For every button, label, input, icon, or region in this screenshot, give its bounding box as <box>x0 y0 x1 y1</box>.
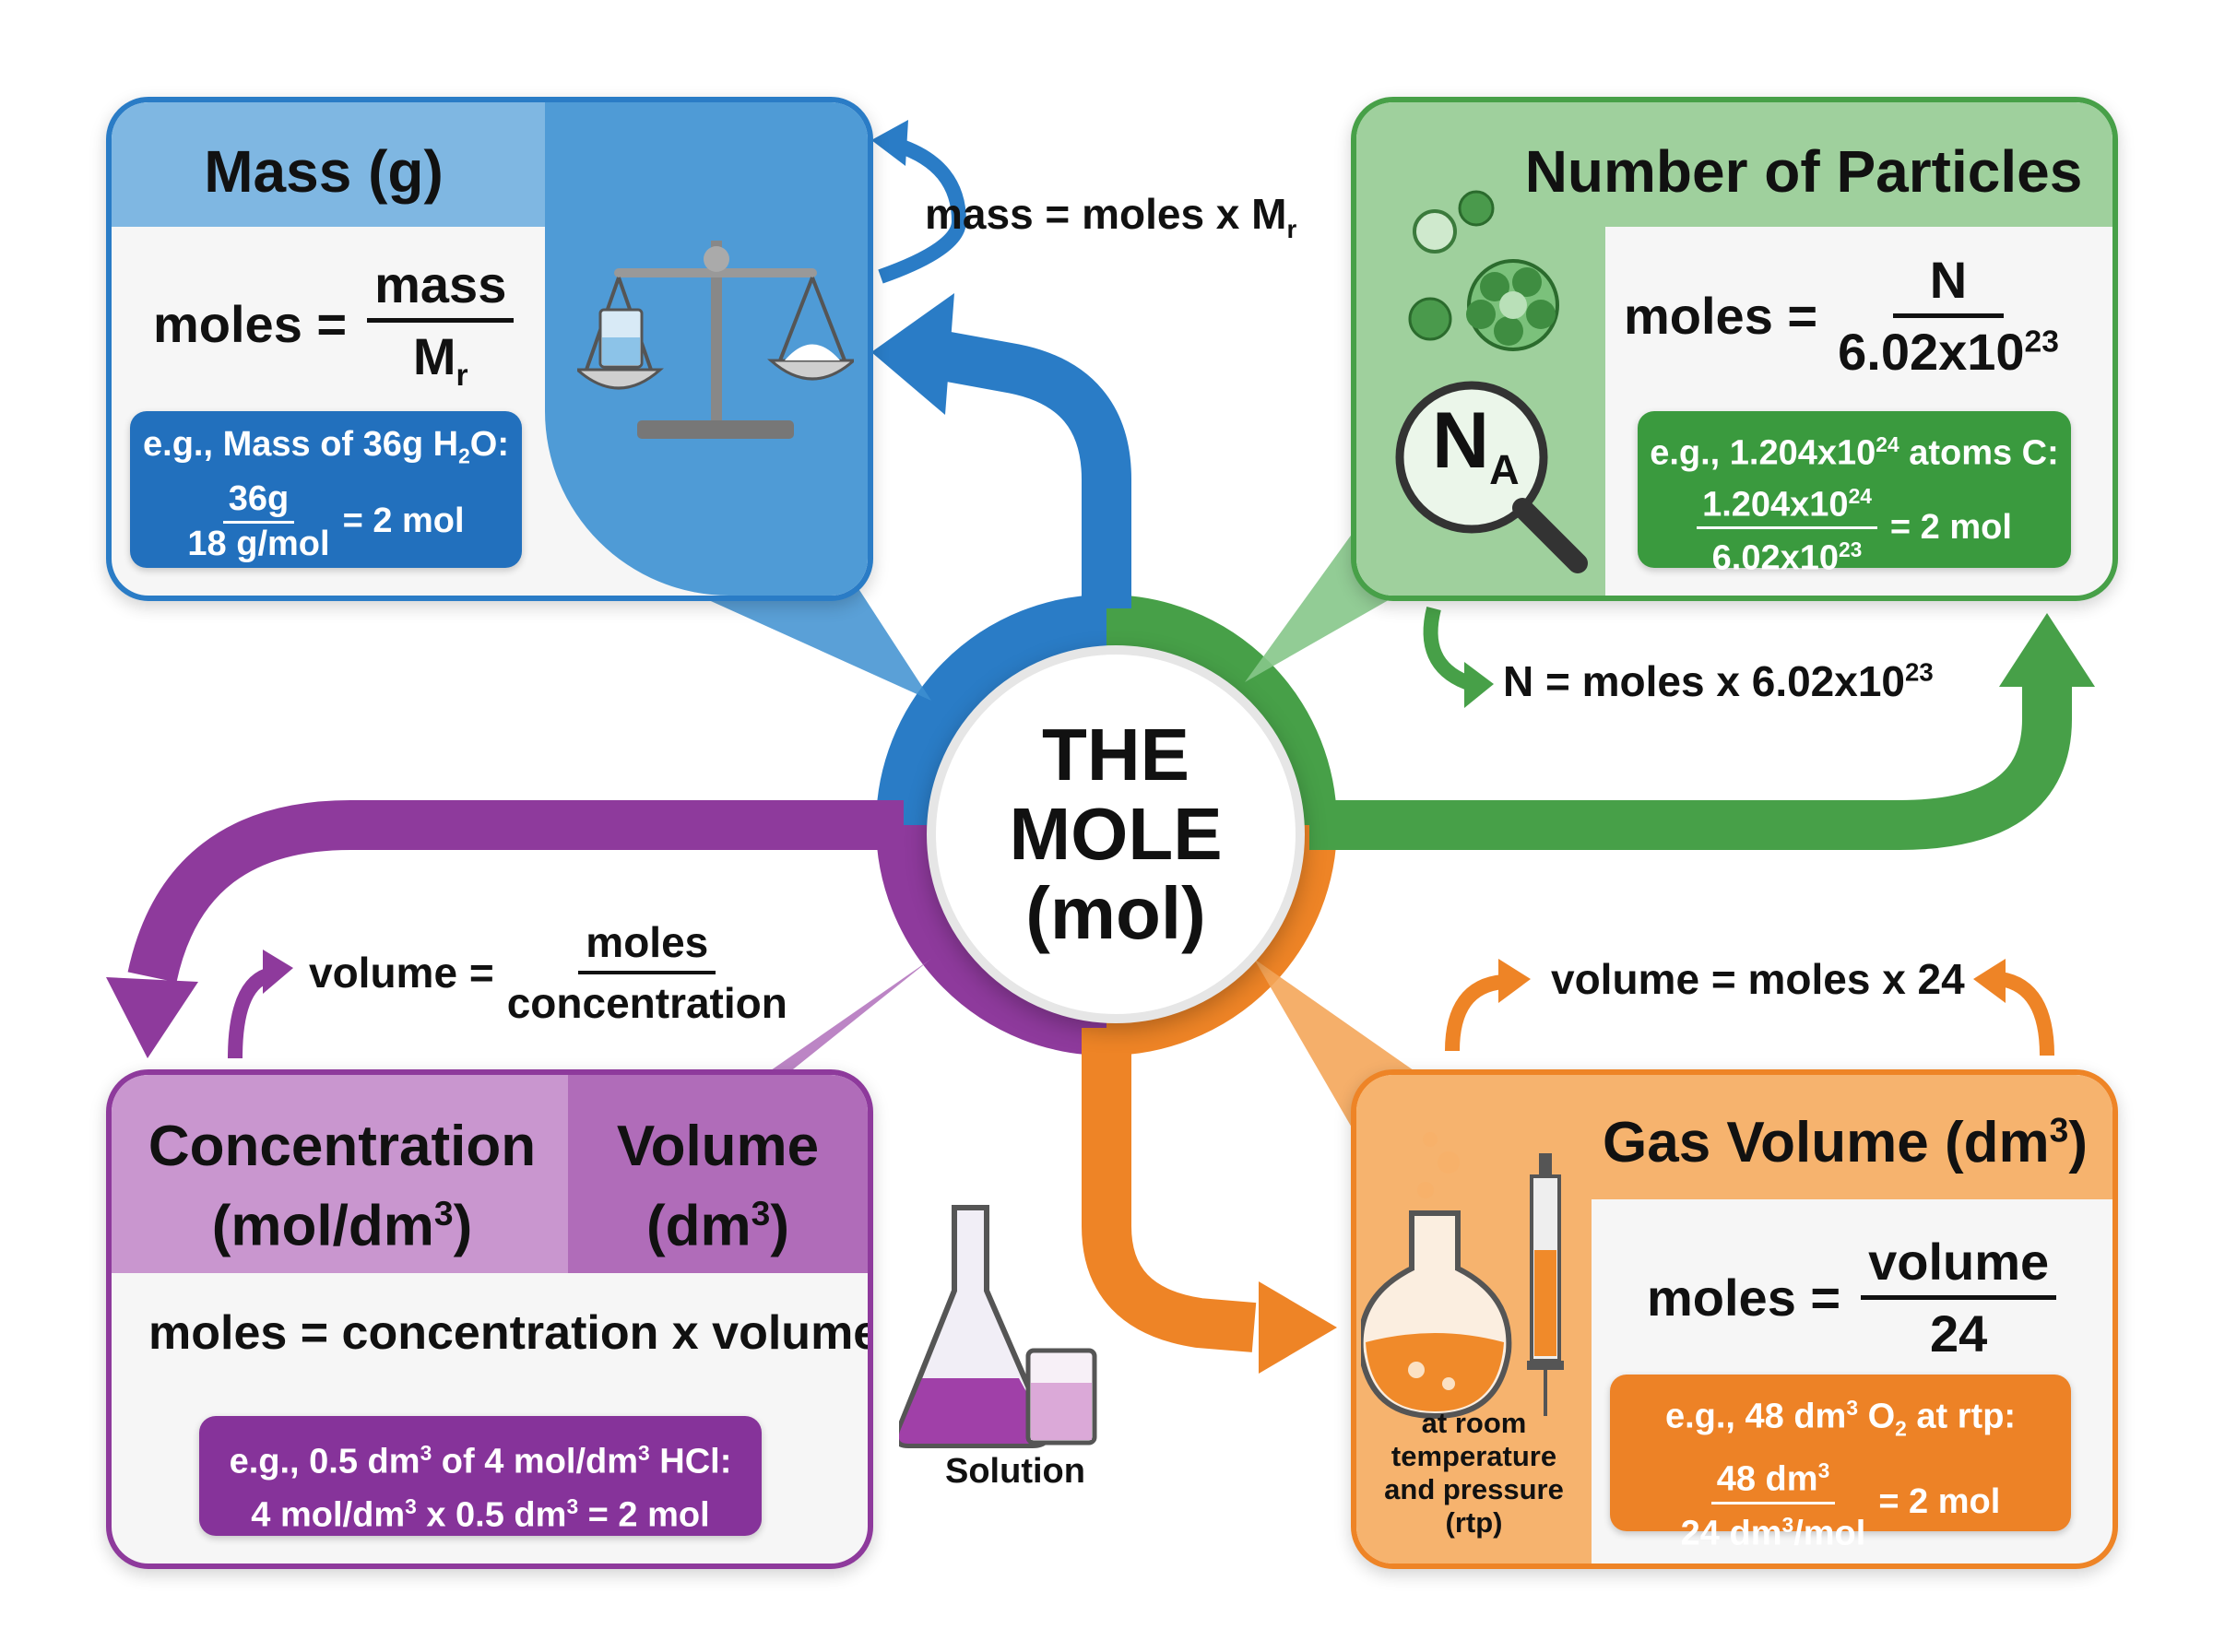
concentration-title: Concentration(mol/dm3) <box>148 1115 537 1258</box>
concentration-formula: moles = concentration x volume <box>148 1306 873 1360</box>
particles-formula-lhs: moles = <box>1624 287 1818 345</box>
arrow-to-particles <box>1309 664 2072 850</box>
magnifier-icon <box>1395 381 1588 573</box>
ring-orange <box>1106 824 1337 1056</box>
mass-conversion-label: mass = moles x Mr <box>925 190 1297 244</box>
mass-title: Mass (g) <box>204 138 444 205</box>
ring-blue <box>876 595 1107 826</box>
center-line2: MOLE <box>1009 793 1223 875</box>
particles-example-num: 1.204x1024 <box>1697 476 1877 530</box>
arrowhead-particles <box>1999 613 2095 687</box>
gas-formula-num: volume <box>1861 1232 2057 1300</box>
concentration-header-band <box>112 1075 568 1273</box>
small-arrow-gas-left <box>1445 974 1505 1052</box>
mass-card: Mass (g) moles = mass Mr e.g., Mass of 3… <box>106 97 873 601</box>
arrowhead-mass <box>871 293 954 415</box>
avogadro-symbol: NA <box>1432 396 1520 494</box>
small-arrowhead-mass <box>871 120 908 166</box>
gas-conversion-label: volume = moles x 24 <box>1551 955 1965 1003</box>
ring-green <box>1106 595 1337 826</box>
particles-card: Number of Particles NA moles = N 6.02x10… <box>1351 97 2118 601</box>
particles-example-fraction: 1.204x1024 6.02x1023 = 2 mol <box>1638 476 2071 579</box>
arrowhead-concentration <box>106 977 198 1058</box>
mass-example-den: 18 g/mol <box>187 524 330 563</box>
arrow-to-concentration <box>127 800 904 984</box>
gas-formula-lhs: moles = <box>1647 1268 1841 1327</box>
small-arrowhead-particles <box>1464 662 1494 708</box>
solution-label: Solution <box>945 1452 1085 1491</box>
small-arrowhead-concentration <box>263 950 293 994</box>
gas-formula-fraction: volume 24 <box>1861 1232 2057 1363</box>
molecules-icon <box>1408 190 1559 351</box>
solution-flask-icon <box>899 1205 1097 1448</box>
small-arrow-mass <box>878 138 967 284</box>
small-arrow-gas-right <box>1999 972 2054 1056</box>
small-arrow-concentration <box>228 968 271 1059</box>
gas-example-fraction: 48 dm3 24 dm3/mol = 2 mol <box>1610 1450 2071 1553</box>
particles-example-den: 6.02x1023 <box>1711 537 1863 578</box>
gas-example-den: 24 dm3/mol <box>1680 1512 1866 1553</box>
arrowhead-gas <box>1259 1281 1337 1374</box>
the-mole-center: THE MOLE (mol) <box>927 645 1305 1023</box>
mass-formula-den: Mr <box>412 327 468 394</box>
gas-formula-den: 24 <box>1929 1304 1988 1363</box>
particles-title: Number of Particles <box>1524 138 2083 205</box>
gas-title: Gas Volume (dm3) <box>1603 1110 2088 1174</box>
concentration-example-line2: 4 mol/dm3 x 0.5 dm3 = 2 mol <box>251 1493 710 1535</box>
mass-formula-num: mass <box>367 254 515 323</box>
mass-example-num: 36g <box>222 478 295 524</box>
particles-formula-num: N <box>1892 250 2005 318</box>
gas-flask-icon <box>1361 1132 1564 1420</box>
small-arrowhead-gas-right <box>1973 959 2006 1003</box>
gas-example-line1: e.g., 48 dm3 O2 at rtp: <box>1664 1396 2017 1441</box>
center-line1: THE <box>1042 714 1189 796</box>
concentration-example-line1: e.g., 0.5 dm3 of 4 mol/dm3 HCl: <box>229 1441 732 1481</box>
particles-example: e.g., 1.204x1024 atoms C: 1.204x1024 6.02… <box>1638 411 2071 578</box>
particles-example-line1: e.g., 1.204x1024 atoms C: <box>1650 432 2059 473</box>
particles-example-result: = 2 mol <box>1889 507 2012 547</box>
particles-conversion-label: N = moles x 6.02x1023 <box>1503 657 1934 705</box>
concentration-example: e.g., 0.5 dm3 of 4 mol/dm3 HCl: 4 mol/dm… <box>199 1416 762 1536</box>
volume-title: Volume(dm3) <box>616 1115 820 1258</box>
concentration-card: Concentration(mol/dm3) Volume(dm3) moles… <box>106 1069 873 1569</box>
small-arrow-particles <box>1423 607 1477 691</box>
arrow-to-mass <box>908 325 1131 608</box>
center-line3: (mol) <box>1025 872 1206 954</box>
mass-example-line1: e.g., Mass of 36g H2O: <box>143 425 509 468</box>
mass-formula: moles = mass Mr <box>153 254 515 394</box>
small-arrowhead-gas-left <box>1498 959 1531 1003</box>
mass-example-result: = 2 mol <box>342 502 465 541</box>
gas-example-result: = 2 mol <box>1878 1482 2001 1522</box>
arrow-to-gas <box>1082 1028 1257 1352</box>
ring-purple <box>876 824 1107 1056</box>
particles-formula-fraction: N 6.02x1023 <box>1838 250 2059 382</box>
particles-formula-den: 6.02x1023 <box>1838 323 2059 381</box>
mass-formula-fraction: mass Mr <box>367 254 515 394</box>
gas-formula: moles = volume 24 <box>1647 1232 2057 1363</box>
gas-example: e.g., 48 dm3 O2 at rtp: 48 dm3 24 dm3/mol… <box>1610 1375 2071 1553</box>
balance-scale-icon <box>577 241 854 439</box>
gas-example-num: 48 dm3 <box>1710 1450 1836 1504</box>
particles-formula: moles = N 6.02x1023 <box>1624 250 2059 382</box>
volume-header-band <box>568 1075 868 1273</box>
mass-formula-lhs: moles = <box>153 295 348 354</box>
